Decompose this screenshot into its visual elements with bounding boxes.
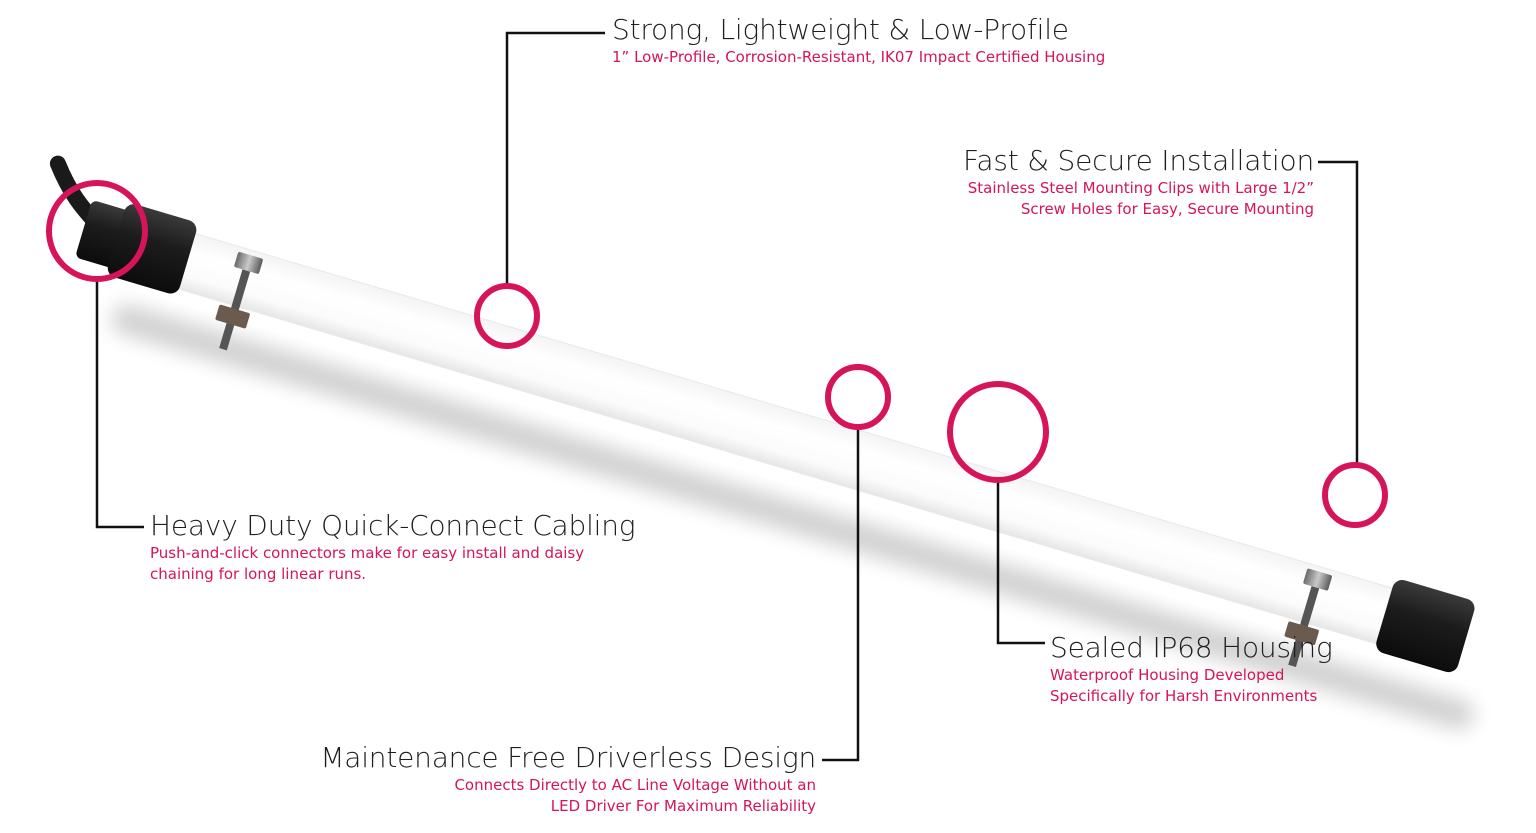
- callout-title: Strong, Lightweight & Low-Profile: [612, 13, 1069, 46]
- callout-fast-secure-installation: Fast & Secure Installation Stainless Ste…: [963, 144, 1314, 220]
- highlight-housing-profile: [474, 283, 540, 349]
- led-tube: [49, 155, 1475, 730]
- description-line: Connects Directly to AC Line Voltage Wit…: [454, 776, 816, 794]
- description-line: Specifically for Harsh Environments: [1050, 687, 1318, 705]
- leader-lines: [95, 31, 1359, 762]
- tube-shadow: [111, 304, 1475, 730]
- leader-strong: [505, 31, 605, 286]
- highlight-sealed-housing: [947, 381, 1049, 483]
- left-end-cap: [107, 204, 197, 294]
- callout-strong-lightweight: Strong, Lightweight & Low-Profile 1” Low…: [612, 13, 1105, 68]
- leader-sealed: [996, 481, 1045, 645]
- description-line: Screw Holes for Easy, Secure Mounting: [1020, 200, 1314, 218]
- leader-maint: [822, 428, 860, 762]
- callout-sealed-ip68: Sealed IP68 Housing Waterproof Housing D…: [1050, 631, 1333, 707]
- leader-heavy: [95, 280, 144, 529]
- callout-description: Waterproof Housing Developed Specificall…: [1050, 665, 1333, 707]
- callout-title: Sealed IP68 Housing: [1050, 631, 1333, 664]
- description-line: LED Driver For Maximum Reliability: [550, 797, 816, 815]
- description-line: Stainless Steel Mounting Clips with Larg…: [967, 179, 1314, 197]
- description-line: Waterproof Housing Developed: [1050, 666, 1285, 684]
- callout-heavy-duty-cabling: Heavy Duty Quick-Connect Cabling Push-an…: [150, 509, 636, 585]
- description-line: chaining for long linear runs.: [150, 565, 367, 583]
- right-end-cap: [1376, 579, 1475, 673]
- highlight-circles: [46, 180, 1388, 528]
- callout-title: Heavy Duty Quick-Connect Cabling: [150, 509, 636, 542]
- right-mounting-clip: [1284, 568, 1332, 667]
- leader-fast: [1318, 160, 1359, 465]
- highlight-driverless: [825, 364, 891, 430]
- highlight-mounting-clip: [1322, 462, 1388, 528]
- callout-title: Maintenance Free Driverless Design: [320, 741, 816, 774]
- left-mounting-clip: [215, 252, 263, 351]
- callout-maintenance-free: Maintenance Free Driverless Design Conne…: [320, 741, 816, 817]
- callout-title: Fast & Secure Installation: [963, 144, 1314, 177]
- callout-description: Stainless Steel Mounting Clips with Larg…: [963, 178, 1314, 220]
- highlight-cable-connector: [46, 180, 148, 282]
- callout-description: Connects Directly to AC Line Voltage Wit…: [320, 775, 816, 817]
- callout-description: Push-and-click connectors make for easy …: [150, 543, 635, 585]
- callout-description: 1” Low-Profile, Corrosion-Resistant, IK0…: [612, 47, 1105, 68]
- description-line: Push-and-click connectors make for easy …: [150, 544, 585, 562]
- description-line: 1” Low-Profile, Corrosion-Resistant, IK0…: [612, 48, 1106, 66]
